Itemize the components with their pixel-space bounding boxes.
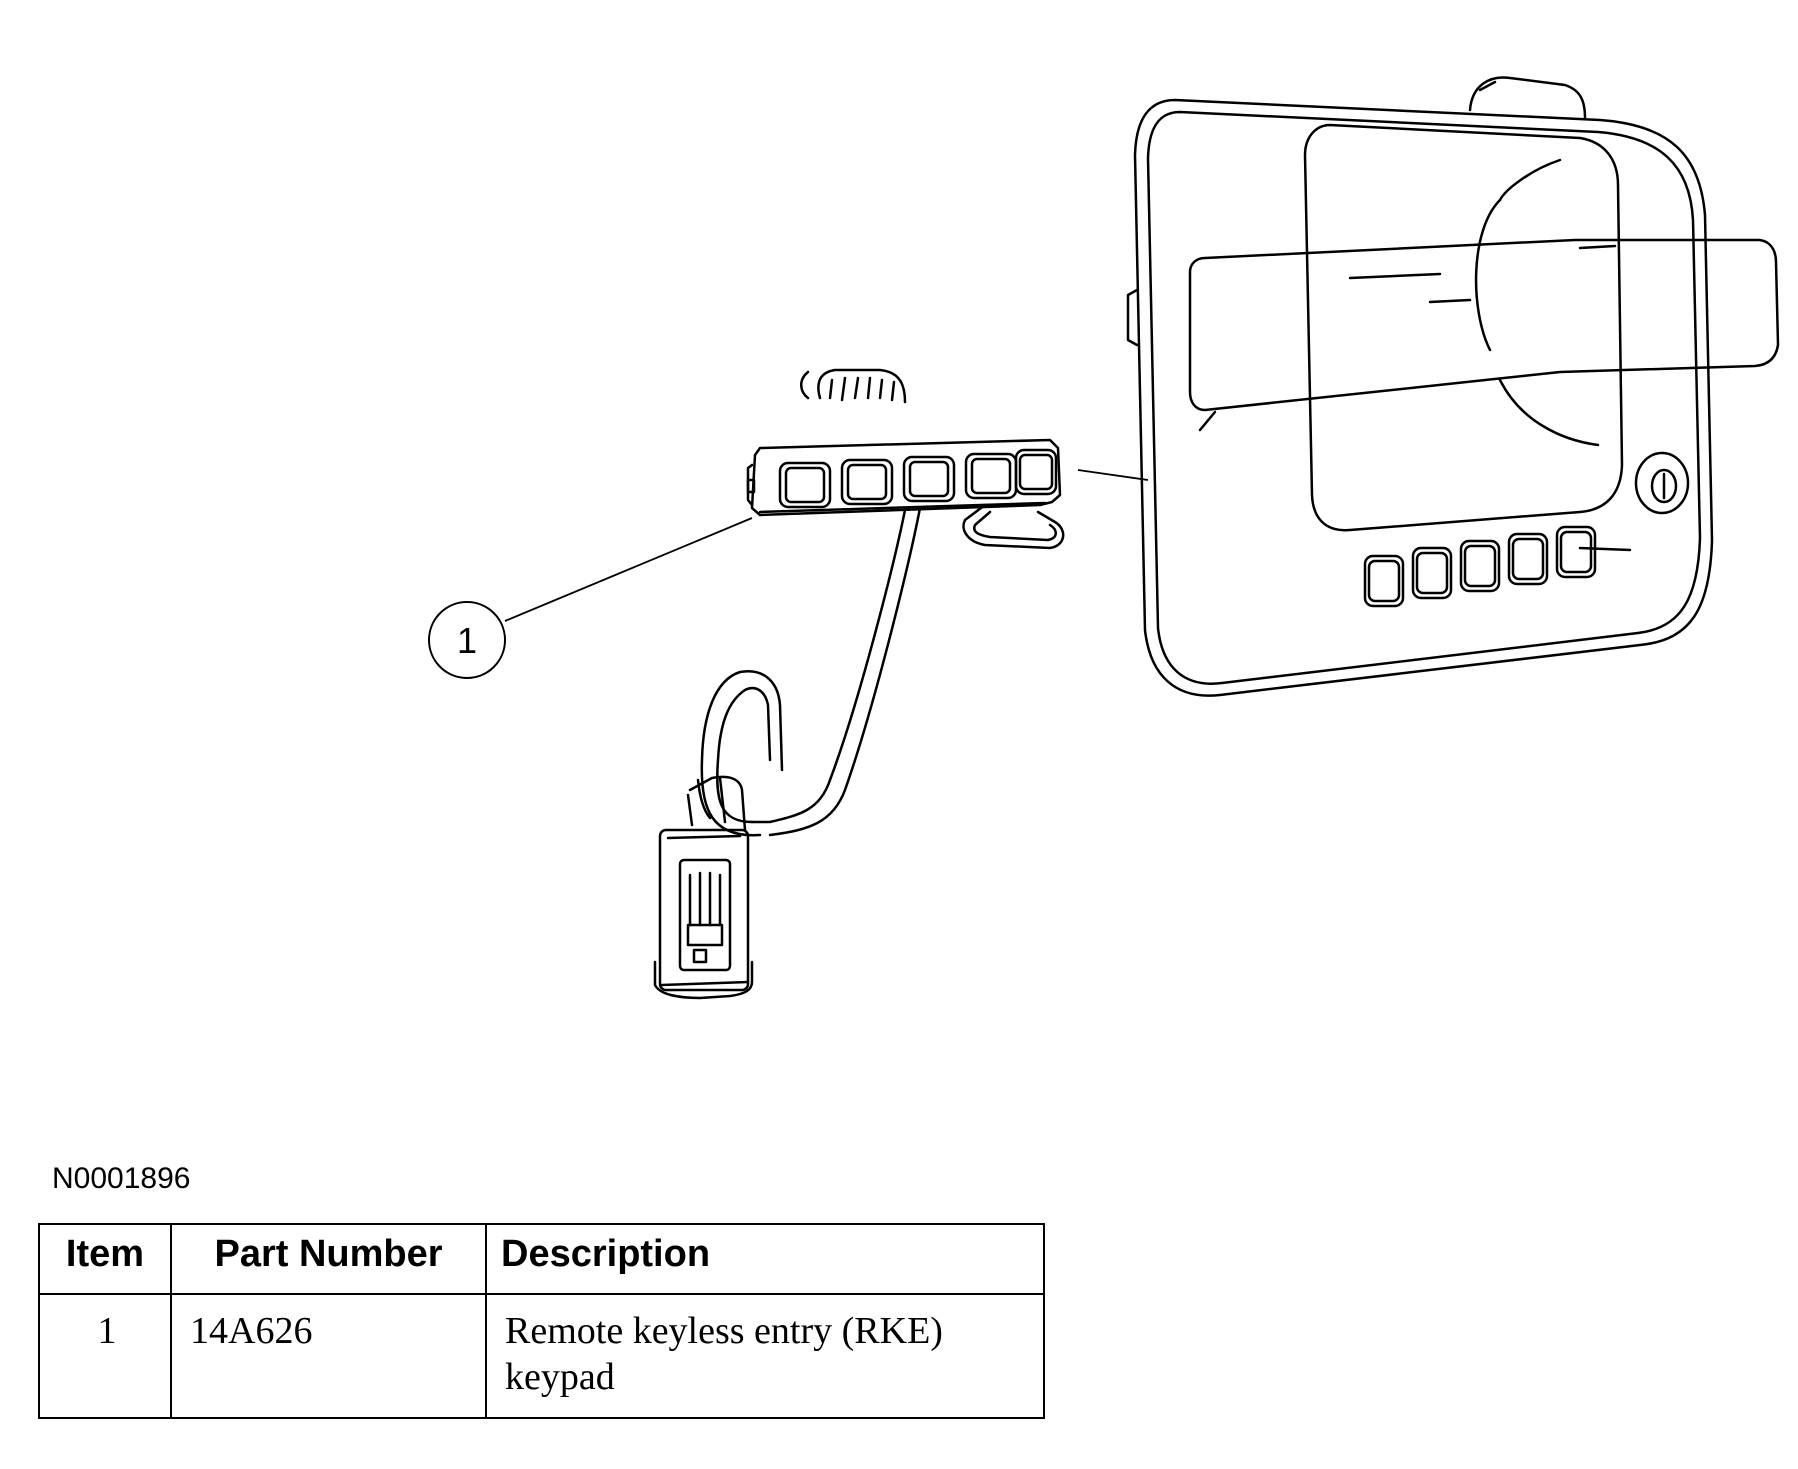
keypad-buttons (778, 448, 1058, 509)
callout-1: 1 (428, 601, 506, 679)
table-row: 1 14A626 Remote keyless entry (RKE) keyp… (38, 1293, 1045, 1419)
rke-keypad-part (653, 368, 1065, 1000)
figure-id: N0001896 (52, 1162, 191, 1195)
door-handle-bezel (1126, 76, 1780, 697)
cell-part-number: 14A626 (170, 1293, 487, 1419)
cell-description: Remote keyless entry (RKE) keypad (485, 1293, 1045, 1419)
callout-1-label: 1 (457, 620, 477, 661)
table-header-row: Item Part Number Description (38, 1223, 1045, 1295)
callout-leaders (504, 469, 1149, 622)
bezel-keypad (1363, 525, 1597, 608)
cell-item: 1 (38, 1293, 172, 1419)
header-description: Description (485, 1223, 1045, 1295)
parts-table: Item Part Number Description 1 14A626 Re… (38, 1223, 1045, 1419)
header-item: Item (38, 1223, 172, 1295)
header-part-number: Part Number (170, 1223, 487, 1295)
